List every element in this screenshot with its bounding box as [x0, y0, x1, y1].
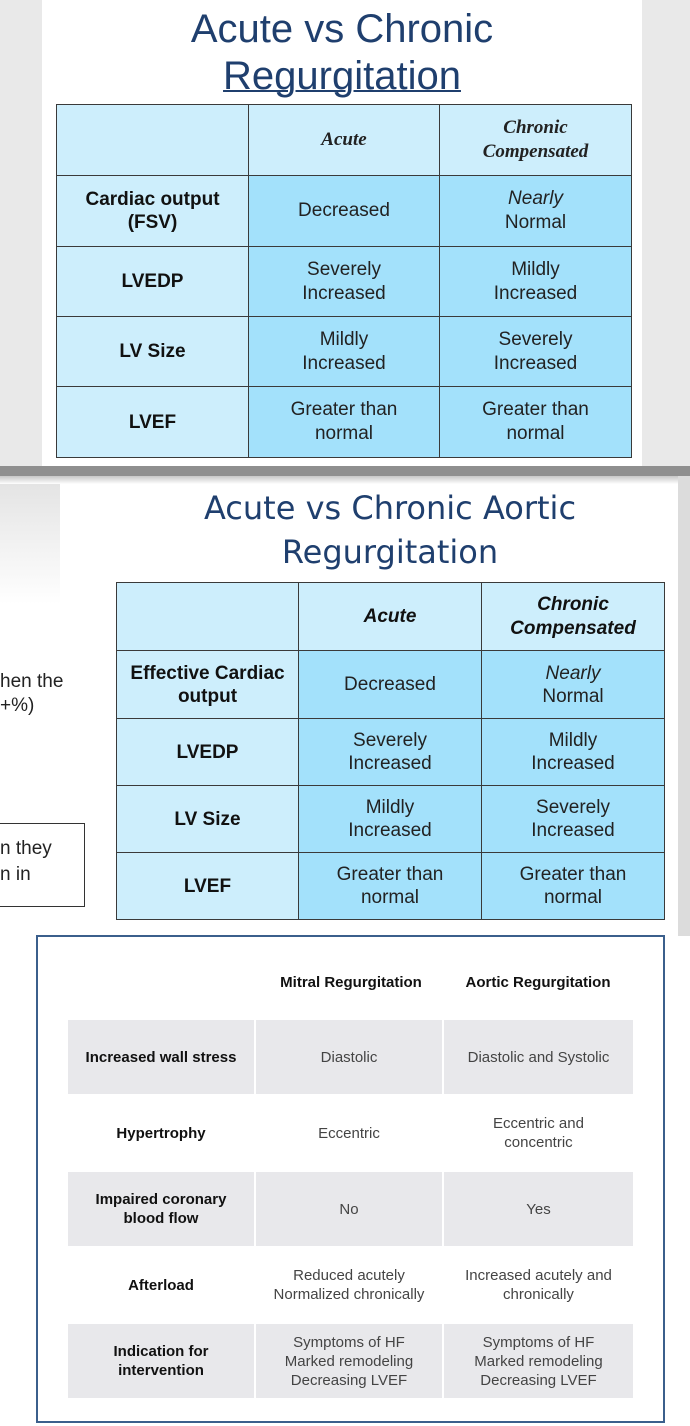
table-cell: Eccentric [318, 1124, 380, 1142]
right-edge [678, 476, 690, 936]
column-header-acute: Acute [298, 582, 482, 651]
row-label: Increased wall stress [68, 1020, 254, 1094]
table-cell: Diastolic [256, 1020, 442, 1094]
title-line: Acute vs Chronic [190, 7, 494, 51]
column-header-mitral: Mitral Regurgitation [280, 974, 422, 991]
header-empty-cell [116, 582, 299, 651]
divider-bar [0, 466, 690, 476]
row-label: LVEF [116, 852, 299, 920]
cropped-text: n they [0, 838, 52, 859]
row-label: LV Size [56, 316, 249, 387]
row-label: LVEDP [116, 718, 299, 786]
column-header-aortic: Aortic Regurgitation [465, 974, 611, 991]
left-shade [0, 484, 60, 604]
slide1-title: Acute vs Chronic Regurgitation [42, 6, 642, 100]
row-label: Hypertrophy [116, 1124, 206, 1142]
header-empty-cell [56, 104, 249, 176]
slide2-title: Acute vs Chronic Aortic Regurgitation [150, 486, 630, 574]
table-cell: Decreased [248, 175, 440, 247]
table-cell: Yes [444, 1172, 633, 1246]
cropped-text: hen the [0, 671, 64, 692]
title-line: Acute vs Chronic Aortic [203, 489, 577, 527]
row-label: Afterload [128, 1276, 194, 1294]
row-label: LVEDP [56, 246, 249, 317]
column-header-acute: Acute [248, 104, 440, 176]
table-cell: Diastolic and Systolic [444, 1020, 633, 1094]
table-cell: Decreased [298, 650, 482, 719]
title-line: Regurgitation [281, 533, 499, 571]
row-label: LV Size [116, 785, 299, 853]
mitral-vs-aortic-comparison-panel: Mitral Regurgitation Aortic Regurgitatio… [36, 935, 665, 1423]
table-cell: No [256, 1172, 442, 1246]
row-label: Cardiac output(FSV) [56, 175, 249, 247]
slide-acute-vs-chronic-regurgitation: Acute vs Chronic Regurgitation Acute Chr… [0, 0, 690, 466]
divider-shadow [0, 476, 690, 484]
slide-acute-vs-chronic-aortic-regurgitation: Acute vs Chronic Aortic Regurgitation he… [0, 466, 690, 936]
cropped-text: +%) [0, 695, 35, 716]
title-line: Regurgitation [223, 54, 461, 98]
table-row: Increased wall stress Diastolic Diastoli… [68, 1020, 633, 1096]
cropped-text-box [0, 823, 85, 907]
cropped-text: n in [0, 864, 31, 885]
row-label: LVEF [56, 386, 249, 458]
